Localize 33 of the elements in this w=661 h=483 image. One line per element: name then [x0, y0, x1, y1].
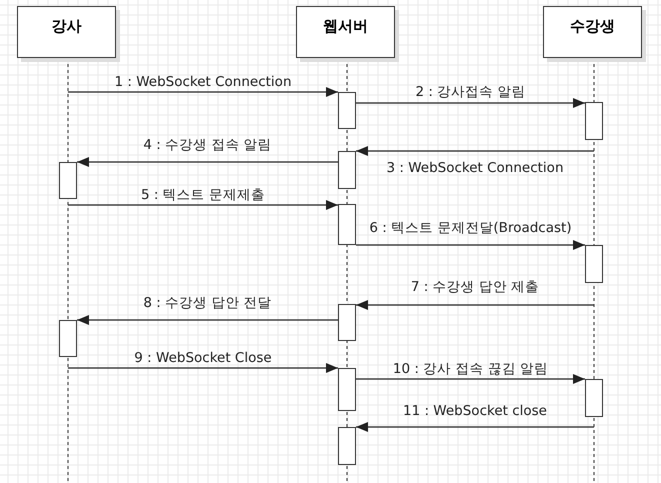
activation-bar [59, 162, 77, 199]
activation-bar [59, 320, 77, 357]
message-label: 3 : WebSocket Connection [386, 160, 564, 176]
message-arrow [356, 422, 594, 432]
activation-bar [338, 151, 356, 189]
message-label: 6 : 텍스트 문제전달(Broadcast) [369, 220, 572, 236]
message-label: 4 : 수강생 접속 알림 [143, 137, 272, 153]
message-arrow [77, 157, 338, 167]
message-arrow [356, 374, 585, 384]
message-arrow [356, 146, 594, 156]
message-label: 5 : 텍스트 문제제출 [141, 187, 265, 203]
activation-bar [338, 427, 356, 465]
message-label: 10 : 강사 접속 끊김 알림 [392, 361, 548, 377]
activation-bar [338, 368, 356, 411]
activation-bar [585, 102, 603, 140]
activation-bar [338, 204, 356, 245]
message-label: 7 : 수강생 답안 제출 [410, 279, 540, 295]
message-arrow [77, 315, 338, 325]
message-label: 8 : 수강생 답안 전달 [143, 295, 272, 311]
message-label: 1 : WebSocket Connection [114, 74, 292, 90]
activation-bar [338, 92, 356, 129]
message-label: 2 : 강사접속 알림 [416, 84, 526, 100]
message-arrow [68, 200, 338, 210]
message-arrow [356, 98, 585, 108]
message-label: 11 : WebSocket close [403, 403, 547, 419]
message-arrow [68, 87, 338, 97]
message-arrow [356, 300, 594, 310]
message-arrow [68, 363, 338, 373]
message-arrow [356, 240, 585, 250]
activation-bar [585, 245, 603, 283]
activation-bar [338, 304, 356, 341]
activation-bar [585, 379, 603, 417]
message-label: 9 : WebSocket Close [134, 350, 272, 366]
